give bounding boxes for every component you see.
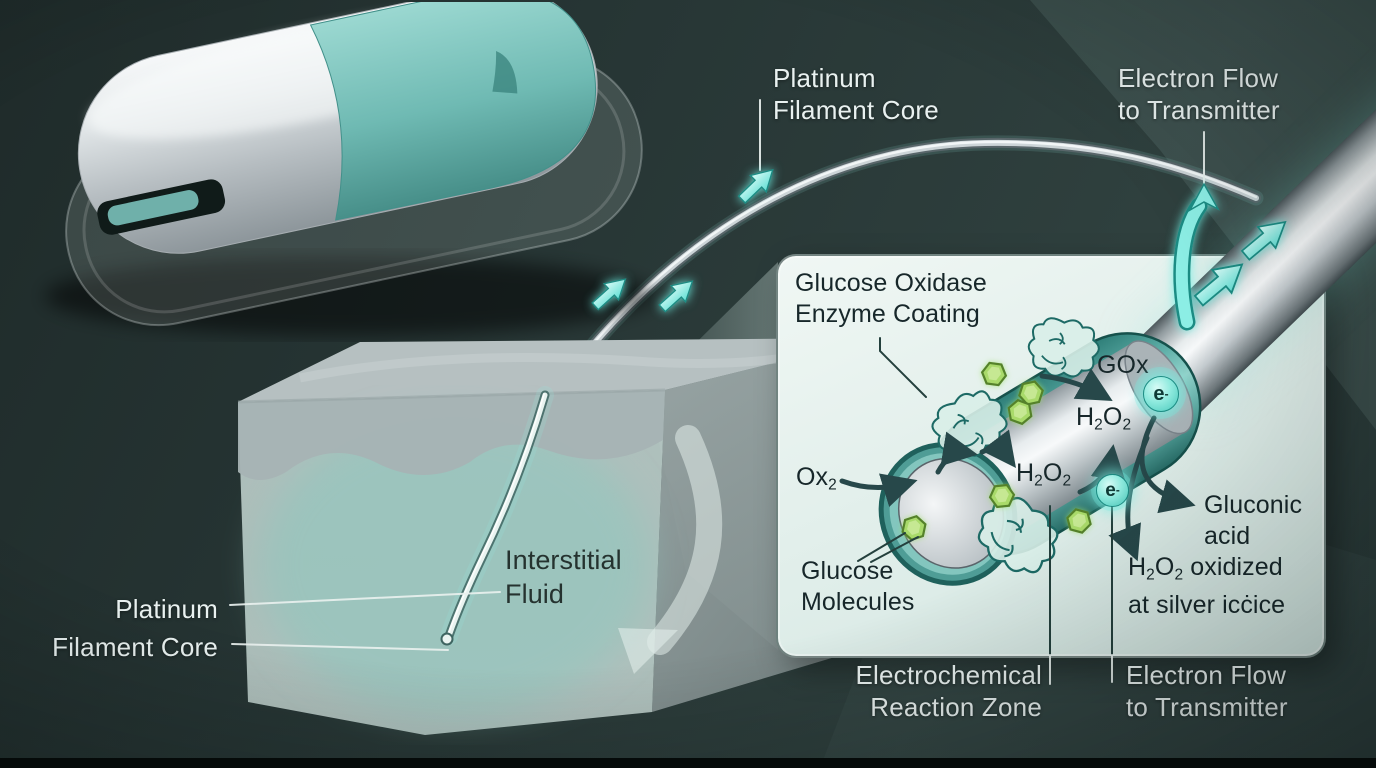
transmitter-device bbox=[45, 2, 655, 336]
label-h2o2-mid: H2O2 bbox=[1016, 458, 1071, 496]
label-line: Filament Core bbox=[52, 632, 218, 662]
flow-arrow-icon bbox=[1188, 252, 1253, 314]
electron-exit-arrow-head bbox=[1188, 182, 1220, 212]
label-line: Filament Core bbox=[773, 95, 939, 125]
reaction-arrow bbox=[935, 431, 978, 475]
label-h2o2-oxidized: H2O2 oxidized at silver icċice bbox=[1128, 552, 1285, 621]
formula-sub: 2 bbox=[1034, 472, 1043, 490]
label-line: Glucose Oxidase bbox=[795, 269, 987, 297]
formula-part: H bbox=[1016, 459, 1035, 487]
formula-part: oxidized bbox=[1183, 553, 1283, 581]
formula-sub: 2 bbox=[1122, 416, 1132, 434]
label-line: Reaction Zone bbox=[870, 692, 1042, 722]
formula-part: Ox bbox=[796, 463, 829, 491]
coating-leader-line bbox=[879, 337, 927, 398]
implanted-filament bbox=[440, 386, 554, 646]
filament-tip bbox=[440, 632, 454, 646]
bottom-black-bar bbox=[0, 758, 1376, 768]
label-line: Electron Flow bbox=[1126, 660, 1287, 690]
gox-arrow bbox=[1039, 368, 1113, 401]
glucose-leader-line bbox=[857, 532, 906, 562]
formula-sub: 2 bbox=[1174, 566, 1184, 584]
label-line: acid bbox=[1204, 522, 1251, 550]
oxidation-down-arrow bbox=[1108, 435, 1150, 562]
label-gluconic-acid: Gluconic acid bbox=[1204, 490, 1302, 552]
label-line: Electron Flow bbox=[1118, 63, 1279, 93]
label-line: Interstitial bbox=[505, 545, 622, 575]
reaction-arrow bbox=[979, 429, 1017, 468]
formula-sub: 2 bbox=[828, 476, 837, 494]
label-electron-flow-top: Electron Flow to Transmitter bbox=[1118, 62, 1280, 126]
skin-front-edge bbox=[237, 388, 666, 404]
device-slot-inner bbox=[107, 190, 199, 226]
label-ox2: Ox2 bbox=[796, 462, 837, 500]
formula-sub: 2 bbox=[1062, 472, 1072, 490]
label-line: Platinum bbox=[115, 594, 218, 624]
epidermis-layer bbox=[238, 390, 665, 480]
label-line: to Transmitter bbox=[1126, 692, 1288, 722]
leader-filament-left bbox=[231, 643, 449, 651]
label-line: Molecules bbox=[801, 588, 915, 616]
label-h2o2-upper: H2O2 bbox=[1076, 402, 1131, 440]
label-electrochemical-zone: Electrochemical Reaction Zone bbox=[830, 659, 1042, 723]
electron-sup: - bbox=[1164, 387, 1169, 401]
flow-arrow-icon bbox=[654, 272, 701, 317]
electron-exit-arrow bbox=[1175, 200, 1205, 328]
gluconic-acid-arrow bbox=[1139, 415, 1196, 514]
fluid-flow-arrow-head bbox=[618, 628, 678, 674]
interstitial-glow bbox=[260, 415, 650, 715]
electron-badge-upper: e- bbox=[1143, 376, 1179, 412]
label-line: Platinum bbox=[773, 63, 876, 93]
device-teal-notch bbox=[492, 50, 518, 94]
glucose-leader-line bbox=[870, 536, 919, 563]
flow-arrow-icon bbox=[1235, 210, 1295, 267]
formula-part: O bbox=[1102, 403, 1123, 431]
fluid-flow-arrow-shaft bbox=[647, 425, 723, 655]
leader-platinum-left bbox=[229, 591, 501, 606]
skin-top-face bbox=[238, 338, 875, 402]
electron-text: e bbox=[1105, 479, 1116, 501]
label-platinum-filament-left: Platinum Filament Core bbox=[30, 590, 218, 666]
flow-arrow-icon bbox=[733, 160, 782, 209]
formula-part: H bbox=[1076, 403, 1095, 431]
label-glucose-molecules: Glucose Molecules bbox=[801, 556, 914, 618]
label-platinum-filament-top: Platinum Filament Core bbox=[773, 62, 939, 126]
label-enzyme-coating: Glucose Oxidase Enzyme Coating bbox=[795, 268, 987, 330]
label-line: to Transmitter bbox=[1118, 95, 1280, 125]
skin-top-streak bbox=[299, 345, 831, 383]
flow-arrow-icon bbox=[587, 270, 634, 315]
device-shadow bbox=[45, 256, 655, 336]
electron-text: e bbox=[1153, 382, 1165, 405]
label-line: Fluid bbox=[505, 579, 565, 609]
electron-sup: - bbox=[1115, 484, 1120, 497]
light-wedge-top-right bbox=[1030, 0, 1376, 430]
formula-part: O bbox=[1042, 459, 1063, 487]
label-line: Enzyme Coating bbox=[795, 300, 980, 328]
formula-sub: 2 bbox=[1146, 566, 1155, 584]
label-electron-flow-bottom: Electron Flow to Transmitter bbox=[1126, 659, 1288, 723]
label-line: H2O2 oxidized bbox=[1128, 552, 1285, 590]
label-line: Electrochemical bbox=[855, 660, 1042, 690]
formula-part: O bbox=[1154, 553, 1175, 581]
label-line: Glucose bbox=[801, 557, 894, 585]
oxygen-in-arrow bbox=[839, 473, 918, 507]
label-interstitial-fluid: Interstitial Fluid bbox=[505, 543, 622, 611]
label-line: at silver icċice bbox=[1128, 591, 1286, 620]
formula-sub: 2 bbox=[1094, 416, 1103, 434]
device-teal-cap bbox=[309, 2, 597, 221]
label-line: Gluconic bbox=[1204, 491, 1303, 519]
